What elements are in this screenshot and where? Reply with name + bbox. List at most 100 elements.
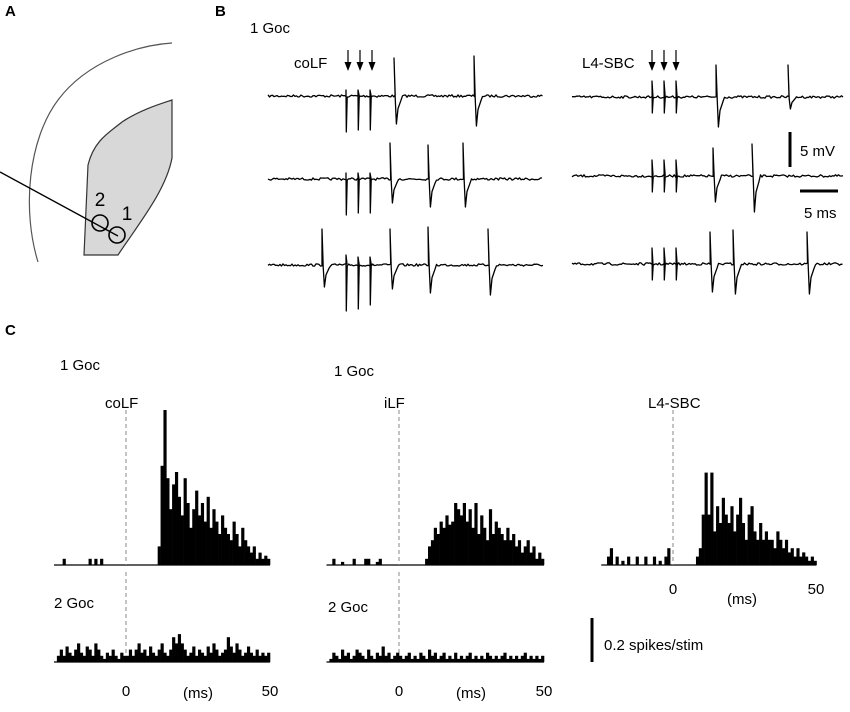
histogram-c-right bbox=[601, 410, 817, 566]
histogram-bar bbox=[698, 548, 702, 565]
histogram-bar bbox=[117, 658, 121, 662]
histogram-bar bbox=[793, 556, 797, 565]
histogram-bar bbox=[267, 652, 271, 662]
histogram-bar bbox=[157, 649, 161, 662]
histogram-bar bbox=[258, 552, 262, 565]
histogram-bar bbox=[186, 655, 190, 662]
voltage-scale-label: 5 mV bbox=[800, 143, 835, 160]
histogram-bar bbox=[529, 552, 533, 565]
histogram-bar bbox=[764, 531, 769, 565]
histogram-bar bbox=[372, 658, 377, 662]
histogram-bar bbox=[644, 556, 648, 565]
histogram-bar bbox=[215, 521, 219, 565]
histogram-bar bbox=[195, 655, 199, 662]
histogram-bar bbox=[535, 655, 539, 662]
stim-arrow-head bbox=[672, 62, 680, 71]
stim-arrows-right bbox=[648, 50, 680, 71]
histogram-bar bbox=[223, 527, 228, 565]
histogram-bar bbox=[488, 655, 493, 662]
histogram-bar bbox=[85, 646, 89, 662]
histogram-bar bbox=[667, 548, 671, 565]
histogram-bar bbox=[796, 548, 800, 565]
histogram-bar bbox=[59, 649, 63, 662]
histogram-bar bbox=[609, 548, 614, 565]
histogram-bar bbox=[346, 652, 350, 662]
histogram-bar bbox=[474, 655, 478, 662]
histogram-bar bbox=[375, 652, 379, 662]
histogram-bar bbox=[538, 552, 542, 565]
histogram-bar bbox=[378, 558, 382, 565]
histogram-bar bbox=[102, 658, 107, 662]
histogram-bar bbox=[249, 552, 254, 565]
histogram-bar bbox=[442, 527, 446, 565]
histogram-bar bbox=[255, 558, 259, 565]
histogram-bar bbox=[448, 524, 452, 565]
histogram-bar bbox=[727, 523, 731, 565]
histogram-bar bbox=[338, 658, 342, 662]
histogram-bar bbox=[82, 655, 86, 662]
histogram-bar bbox=[471, 527, 475, 565]
histogram-bar bbox=[509, 540, 513, 565]
histogram-bar bbox=[445, 658, 449, 662]
histogram-bar bbox=[169, 649, 173, 662]
histogram-bar bbox=[422, 655, 426, 662]
site-2-label: 2 bbox=[95, 190, 106, 211]
histogram-bar bbox=[375, 561, 379, 565]
histogram-bar bbox=[635, 556, 639, 565]
c-mid-tick-0: 0 bbox=[395, 683, 403, 700]
histogram-bar bbox=[166, 478, 170, 565]
histogram-bar bbox=[425, 558, 429, 565]
histogram-bar bbox=[532, 658, 536, 662]
histogram-bar bbox=[454, 652, 458, 662]
histogram-bar bbox=[606, 556, 611, 565]
histogram-bar bbox=[203, 655, 207, 662]
histogram-bar bbox=[206, 646, 210, 662]
c-right-tick-50: 50 bbox=[808, 581, 825, 598]
histogram-bar bbox=[238, 546, 242, 565]
histogram-bar bbox=[503, 652, 507, 662]
histogram-bar bbox=[471, 658, 475, 662]
stim-arrow-head bbox=[368, 62, 376, 71]
time-scale-label: 5 ms bbox=[804, 205, 837, 222]
histogram-bar bbox=[88, 558, 92, 565]
c-left-bottom-cell: 2 Goc bbox=[54, 595, 95, 612]
histogram-bar bbox=[430, 540, 435, 565]
histogram-bar bbox=[520, 552, 524, 565]
histogram-bar bbox=[439, 655, 443, 662]
panel-b-right-stim-label: L4-SBC bbox=[582, 55, 635, 72]
histogram-bar bbox=[517, 658, 522, 662]
recording-site-2 bbox=[91, 214, 109, 232]
histogram-bar bbox=[753, 531, 757, 565]
histogram-bar bbox=[451, 658, 455, 662]
histogram-bar bbox=[218, 655, 222, 662]
histogram-bar bbox=[172, 637, 176, 662]
histogram-bar bbox=[249, 652, 254, 662]
histogram-bar bbox=[174, 472, 179, 565]
histogram-bar bbox=[615, 556, 619, 565]
panel-b-letter: B bbox=[215, 3, 226, 20]
histogram-bar bbox=[56, 655, 61, 662]
histogram-bar bbox=[244, 652, 248, 662]
histogram-bar bbox=[483, 527, 487, 565]
histogram-bar bbox=[457, 509, 461, 565]
histogram-bar bbox=[229, 540, 233, 565]
histogram-bar bbox=[264, 655, 268, 662]
histogram-bar bbox=[529, 655, 533, 662]
histogram-bar bbox=[468, 509, 472, 565]
histogram-bar bbox=[65, 646, 69, 662]
histogram-bar bbox=[352, 655, 356, 662]
histogram-bar bbox=[480, 515, 484, 565]
histogram-bar bbox=[474, 503, 478, 565]
c-mid-stim: iLF bbox=[384, 395, 405, 412]
histogram-bar bbox=[506, 658, 510, 662]
histogram-bar bbox=[784, 539, 789, 565]
histogram-bar bbox=[807, 560, 812, 565]
histogram-bar bbox=[730, 506, 734, 565]
c-left-stim: coLF bbox=[105, 395, 138, 412]
histogram-bar bbox=[258, 655, 262, 662]
stim-arrow-head bbox=[648, 62, 656, 71]
histogram-bar bbox=[457, 658, 461, 662]
c-left-tick-50: 50 bbox=[262, 683, 279, 700]
histogram-bar bbox=[235, 534, 239, 565]
histogram-bar bbox=[367, 649, 371, 662]
